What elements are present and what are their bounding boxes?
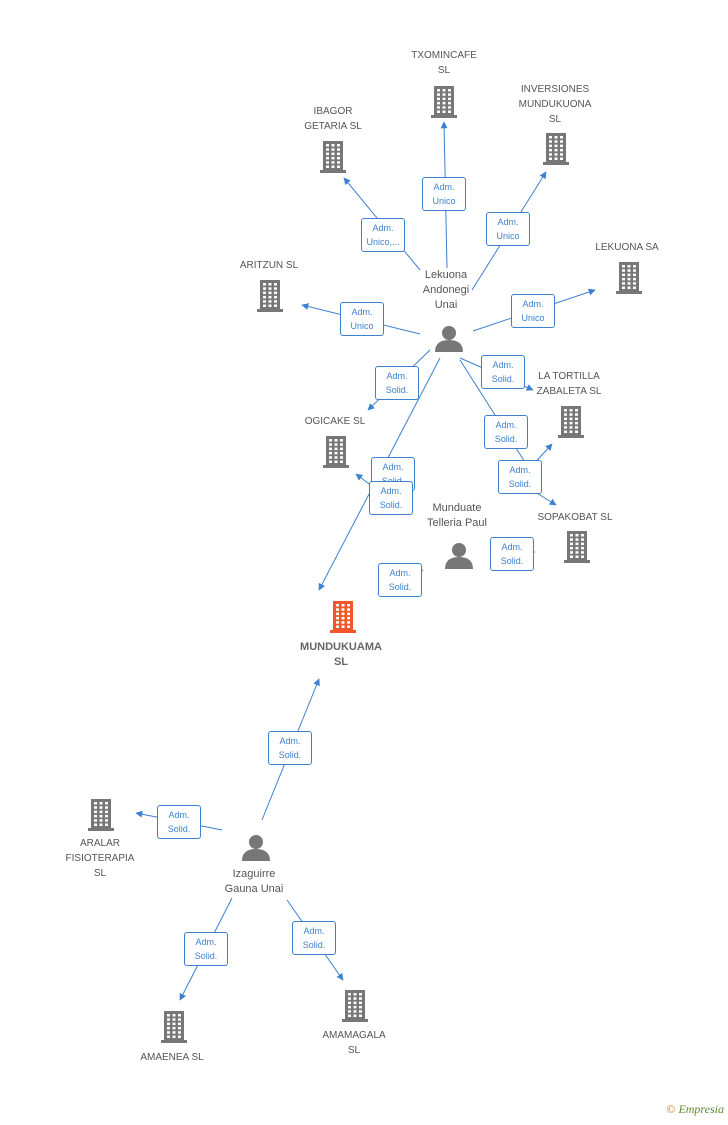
company-name[interactable]: SOPAKOBAT SL — [537, 512, 613, 523]
brand-logo: © Empresia — [666, 1102, 724, 1117]
company-name[interactable]: OGICAKE SL — [304, 416, 366, 427]
company-name[interactable]: LA TORTILLA ZABALETA SL — [536, 371, 602, 397]
person-icon[interactable] — [242, 835, 270, 861]
person-icon[interactable] — [445, 543, 473, 569]
person-name[interactable]: Munduate Telleria Paul — [427, 502, 487, 529]
company-icon[interactable] — [257, 280, 283, 312]
relation-label[interactable]: Adm. Solid. — [490, 537, 534, 571]
relation-label[interactable]: Adm. Solid. — [268, 731, 312, 765]
relation-label[interactable]: Adm. Solid. — [369, 481, 413, 515]
company-name[interactable]: AMAMAGALA SL — [322, 1030, 386, 1056]
relation-label[interactable]: Adm. Solid. — [378, 563, 422, 597]
relation-label[interactable]: Adm. Unico,... — [361, 218, 405, 252]
company-icon[interactable] — [323, 436, 349, 468]
relation-label[interactable]: Adm. Unico — [486, 212, 530, 246]
company-icon[interactable] — [320, 141, 346, 173]
copyright-symbol: © — [666, 1102, 676, 1116]
relation-label[interactable]: Adm. Solid. — [481, 355, 525, 389]
company-name[interactable]: ARALAR FISIOTERAPIA SL — [65, 838, 135, 879]
focus-company-icon[interactable] — [330, 601, 356, 633]
brand-name: Empresia — [678, 1102, 724, 1116]
company-name[interactable]: ARITZUN SL — [239, 260, 299, 271]
relation-label[interactable]: Adm. Solid. — [184, 932, 228, 966]
company-name[interactable]: TXOMINCAFE SL — [411, 50, 477, 76]
company-name[interactable]: AMAENEA SL — [140, 1052, 204, 1063]
person-name[interactable]: Izaguirre Gauna Unai — [224, 868, 284, 895]
company-icon[interactable] — [342, 990, 368, 1022]
company-name[interactable]: INVERSIONES MUNDUKUONA SL — [518, 84, 592, 125]
relation-label[interactable]: Adm. Solid. — [484, 415, 528, 449]
relation-label[interactable]: Adm. Unico — [511, 294, 555, 328]
relation-label[interactable]: Adm. Solid. — [292, 921, 336, 955]
relation-label[interactable]: Adm. Solid. — [375, 366, 419, 400]
company-icon[interactable] — [431, 86, 457, 118]
relation-label[interactable]: Adm. Solid. — [498, 460, 542, 494]
relation-label[interactable]: Adm. Solid. — [157, 805, 201, 839]
person-icon[interactable] — [435, 326, 463, 352]
company-icon[interactable] — [543, 133, 569, 165]
person-name[interactable]: Lekuona Andonegi Unai — [422, 269, 470, 311]
company-name[interactable]: IBAGOR GETARIA SL — [304, 106, 362, 132]
company-icon[interactable] — [88, 799, 114, 831]
company-name[interactable]: MUNDUKUAMA SL — [300, 641, 382, 668]
company-name[interactable]: LEKUONA SA — [595, 242, 659, 253]
company-icon[interactable] — [558, 406, 584, 438]
company-icon[interactable] — [564, 531, 590, 563]
company-icon[interactable] — [616, 262, 642, 294]
relation-label[interactable]: Adm. Unico — [340, 302, 384, 336]
relation-label[interactable]: Adm. Unico — [422, 177, 466, 211]
company-icon[interactable] — [161, 1011, 187, 1043]
